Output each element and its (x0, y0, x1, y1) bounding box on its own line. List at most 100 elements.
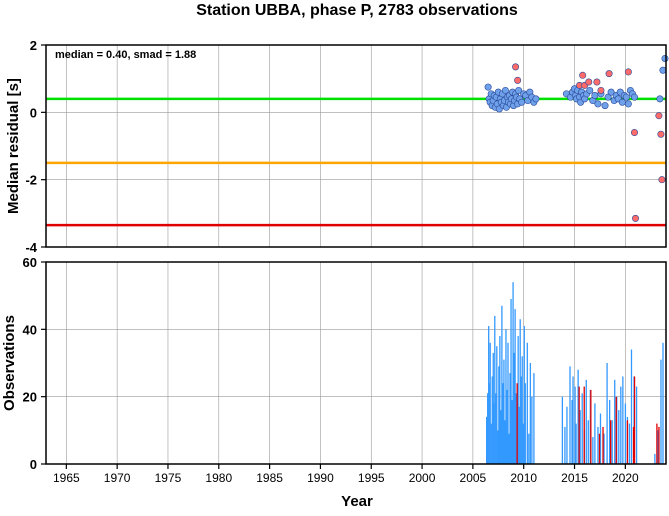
residual-panel: -4-202 median = 0.40, smad = 1.88 Median… (5, 38, 669, 255)
normal-point (624, 100, 632, 108)
residual-y-ticks: -4-202 (25, 38, 46, 255)
x-tick-label: 1980 (205, 471, 232, 485)
normal-bar (508, 433, 510, 464)
normal-bar (498, 366, 500, 464)
residual-panel-frame (46, 45, 666, 247)
normal-bar (622, 376, 624, 464)
y-tick-label: 0 (30, 457, 37, 472)
normal-bar (526, 342, 528, 464)
x-tick-label: 1970 (104, 471, 131, 485)
outlier-bar (656, 423, 658, 464)
normal-bar (594, 403, 596, 464)
normal-point (591, 92, 599, 100)
outlier-point (585, 78, 593, 86)
normal-point (594, 100, 602, 108)
outlier-bar (516, 383, 518, 464)
normal-bar (497, 430, 499, 464)
normal-bar (569, 366, 571, 464)
normal-bar (514, 309, 516, 464)
normal-bar (592, 437, 594, 464)
residual-annotation: median = 0.40, smad = 1.88 (55, 49, 196, 61)
normal-bar (654, 453, 656, 464)
normal-bar (521, 356, 523, 464)
normal-bar (512, 282, 514, 464)
normal-bar (597, 426, 599, 464)
normal-bar (495, 393, 497, 464)
normal-bar (489, 342, 491, 464)
normal-bar (500, 410, 502, 464)
x-axis-label: Year (341, 493, 373, 510)
x-tick-label: 2010 (510, 471, 537, 485)
normal-bar (490, 423, 492, 464)
normal-bar (520, 376, 522, 464)
outlier-bar (632, 426, 635, 464)
x-tick-label: 2005 (460, 471, 487, 485)
normal-bar (507, 342, 509, 464)
normal-point (501, 86, 509, 94)
normal-bar (603, 433, 605, 464)
normal-point (518, 98, 526, 106)
normal-bar (505, 329, 507, 464)
normal-bar (529, 363, 532, 464)
x-tick-label: 1985 (256, 471, 283, 485)
normal-bar (519, 319, 521, 464)
outlier-point (597, 86, 605, 94)
outlier-point (630, 129, 638, 137)
y-tick-label: 20 (23, 390, 37, 405)
outlier-point (593, 78, 601, 86)
normal-bar (587, 420, 589, 464)
normal-bar (493, 403, 495, 464)
normal-bar (503, 359, 505, 464)
observations-bars (486, 282, 664, 464)
normal-bar (504, 420, 506, 464)
observations-y-axis-label: Observations (1, 315, 18, 411)
outlier-bar (583, 386, 585, 464)
normal-bar (513, 352, 515, 464)
residual-y-axis-label: Median residual [s] (5, 78, 22, 214)
normal-bar (528, 433, 530, 464)
outlier-bar (615, 396, 617, 464)
normal-bar (581, 393, 583, 464)
normal-bar (491, 376, 493, 464)
x-tick-label: 1990 (307, 471, 334, 485)
outlier-bar (658, 426, 660, 464)
normal-bar (657, 430, 659, 464)
normal-bar (635, 386, 638, 464)
normal-bar (574, 386, 576, 464)
normal-bar (660, 359, 662, 464)
outlier-point (624, 68, 632, 76)
normal-bar (517, 336, 519, 464)
outlier-point (514, 76, 522, 84)
normal-point (515, 86, 523, 94)
normal-bar (606, 363, 608, 464)
normal-bar (611, 420, 613, 464)
residual-panel-border (45, 44, 667, 248)
outlier-point (605, 70, 613, 78)
outlier-bar (590, 389, 592, 464)
x-tick-label: 1965 (53, 471, 80, 485)
outlier-point (632, 214, 640, 222)
outlier-point (512, 63, 520, 71)
normal-bar (572, 376, 574, 464)
y-tick-label: 2 (30, 38, 37, 53)
y-tick-label: 60 (23, 255, 37, 270)
outlier-point (655, 112, 663, 120)
outlier-bar (626, 420, 629, 464)
normal-bar (496, 346, 498, 464)
normal-bar (585, 379, 587, 464)
y-tick-label: 40 (23, 322, 37, 337)
normal-bar (614, 379, 616, 464)
y-tick-label: -2 (25, 173, 37, 188)
normal-bar (662, 342, 664, 464)
normal-bar (628, 423, 631, 464)
normal-point (484, 83, 492, 91)
normal-bar (618, 410, 620, 464)
residual-reference-lines (46, 97, 666, 227)
normal-bar (518, 406, 520, 464)
normal-bar (502, 383, 504, 464)
normal-point (656, 95, 664, 103)
normal-bar (509, 373, 511, 464)
outlier-bar (598, 433, 601, 464)
